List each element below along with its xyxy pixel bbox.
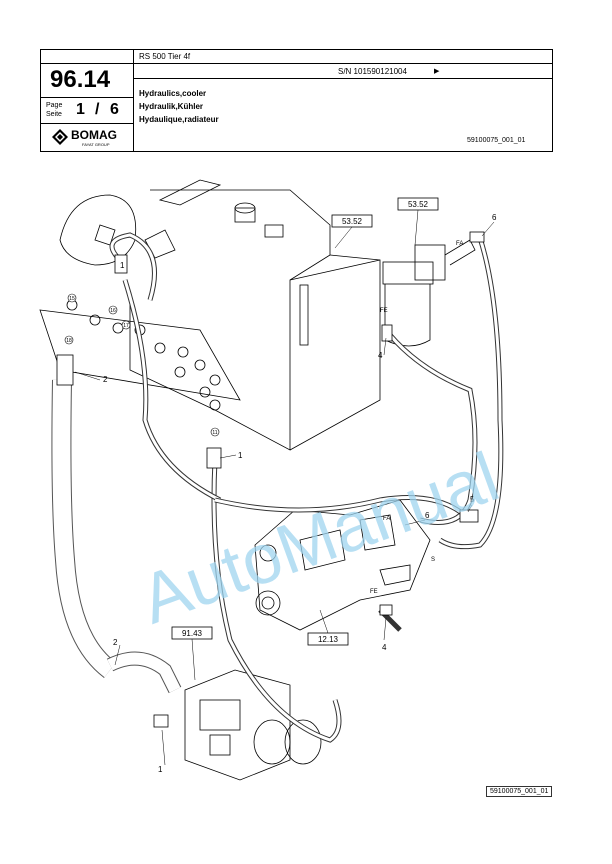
page-label-de: Seite bbox=[46, 111, 62, 118]
page-total: 6 bbox=[110, 101, 119, 118]
drawing-code-footer: 59100075_001_01 bbox=[486, 786, 553, 797]
document-header: 96.14 Page Seite 1 / 6 BOMAG FAYAT GROUP… bbox=[40, 49, 553, 152]
svg-text:17: 17 bbox=[123, 323, 129, 329]
callout-1-top: 1 bbox=[120, 261, 125, 270]
title-fr: Hydaulique,radiateur bbox=[139, 115, 219, 124]
svg-text:11: 11 bbox=[212, 430, 217, 436]
ref-box-53-52-b: 53.52 bbox=[408, 200, 429, 209]
callout-4-upper: 4 bbox=[378, 351, 383, 360]
callout-2-lower: 2 bbox=[113, 638, 118, 647]
ref-box-91-43: 91.43 bbox=[182, 629, 203, 638]
callout-4-lower: 4 bbox=[382, 643, 387, 652]
page-separator: / bbox=[95, 101, 100, 118]
callout-1-bottom: 1 bbox=[158, 765, 163, 774]
title-en: Hydraulics,cooler bbox=[139, 89, 207, 98]
port-fe-lower: FE bbox=[370, 589, 378, 595]
page-label: Page bbox=[46, 102, 63, 109]
brand-name: BOMAG bbox=[71, 128, 117, 142]
section-number: 96.14 bbox=[50, 66, 111, 93]
port-s: S bbox=[431, 557, 435, 563]
page-current: 1 bbox=[76, 101, 85, 118]
port-fe-upper: FE bbox=[380, 308, 388, 314]
callout-1-upper: 1 bbox=[238, 451, 243, 460]
title-de: Hydraulik,Kühler bbox=[139, 102, 204, 111]
svg-text:16: 16 bbox=[110, 308, 116, 314]
brand-logo: BOMAG FAYAT GROUP bbox=[52, 128, 132, 150]
bomag-logo-icon bbox=[52, 129, 68, 145]
serial-arrow-icon: ▶ bbox=[434, 68, 440, 75]
model-name: RS 500 Tier 4f bbox=[139, 52, 191, 61]
watermark: AutoManual bbox=[131, 437, 509, 638]
callout-6-upper: 6 bbox=[492, 213, 497, 222]
callout-6-lower: 6 bbox=[425, 511, 430, 520]
port-fa-upper: FA bbox=[456, 241, 463, 247]
ref-box-12-13: 12.13 bbox=[318, 635, 339, 644]
callout-5: 5 bbox=[470, 495, 475, 504]
svg-text:15: 15 bbox=[69, 296, 75, 302]
drawing-code-header: 59100075_001_01 bbox=[467, 137, 526, 144]
port-fa-lower: FA bbox=[383, 516, 390, 522]
svg-text:18: 18 bbox=[66, 338, 72, 344]
serial-number: S/N 101590121004 bbox=[338, 67, 407, 76]
callout-2-upper: 2 bbox=[103, 375, 108, 384]
ref-box-53-52-a: 53.52 bbox=[342, 217, 363, 226]
brand-sub: FAYAT GROUP bbox=[82, 142, 110, 147]
